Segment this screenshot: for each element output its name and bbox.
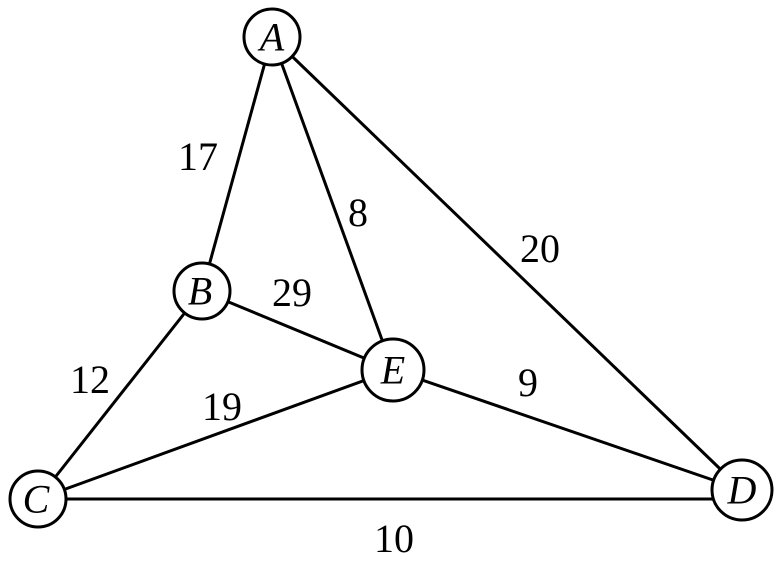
node-c: C [8, 469, 68, 529]
edge-a-d [270, 35, 744, 492]
edge-a-b [200, 35, 274, 293]
edge-e-d [391, 368, 744, 492]
node-d-circle [710, 458, 774, 522]
node-b-circle [172, 261, 232, 321]
edge-weights: 17 8 20 29 12 19 9 10 [70, 134, 560, 561]
weight-label-b-c: 12 [70, 357, 110, 402]
nodes: A B C D E [8, 7, 774, 529]
edge-b-c [36, 289, 204, 501]
edge-b-e [200, 289, 395, 372]
node-a: A [242, 7, 302, 67]
edges [36, 35, 744, 501]
weight-label-c-e: 19 [202, 384, 242, 429]
edge-a-e [270, 35, 395, 372]
node-b-label: B [188, 269, 212, 314]
node-d: D [710, 458, 774, 522]
node-e-label: E [380, 348, 405, 393]
node-c-circle [8, 469, 68, 529]
weight-label-a-e: 8 [348, 190, 368, 235]
node-e: E [360, 337, 426, 403]
weight-label-e-d: 9 [518, 360, 538, 405]
weight-label-c-d: 10 [374, 516, 414, 561]
node-d-label: D [727, 468, 757, 513]
node-c-label: C [23, 477, 51, 522]
node-b: B [172, 261, 232, 321]
weight-label-b-e: 29 [272, 270, 312, 315]
node-a-label: A [257, 15, 285, 60]
node-a-circle [242, 7, 302, 67]
edge-c-e [36, 368, 395, 501]
node-e-circle [360, 337, 426, 403]
weight-label-a-d: 20 [520, 226, 560, 271]
weight-label-a-b: 17 [178, 134, 218, 179]
